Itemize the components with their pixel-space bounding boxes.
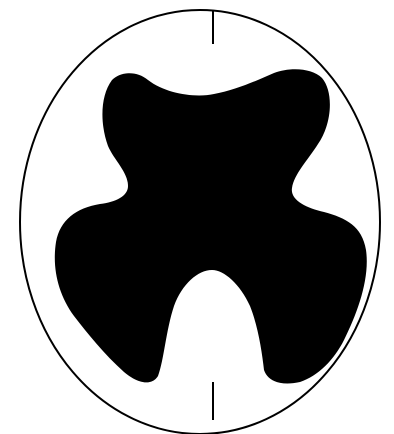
diagram-canvas xyxy=(0,0,394,434)
brain-diagram xyxy=(0,0,394,434)
